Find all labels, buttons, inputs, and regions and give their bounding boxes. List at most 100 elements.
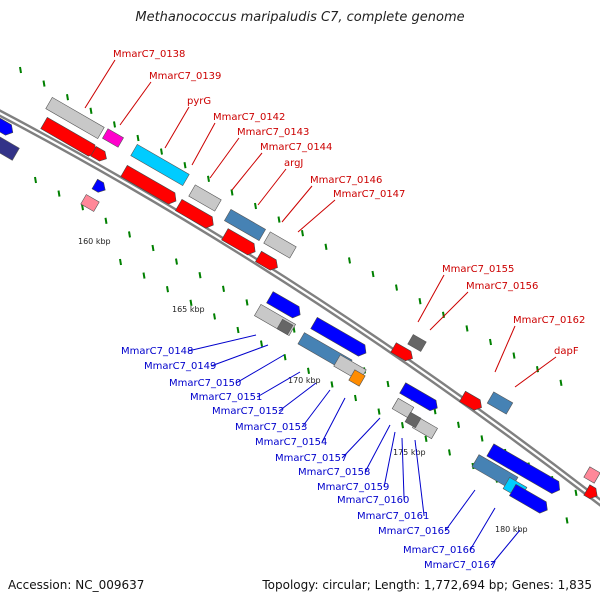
forward-gene <box>45 96 105 140</box>
leader-line <box>164 106 190 149</box>
scale-label-165-kbp: 165 kbp <box>172 305 205 314</box>
forward-gene <box>407 334 427 352</box>
leader-line <box>84 59 116 109</box>
tick-mark <box>136 134 140 142</box>
tick-mark <box>66 94 69 101</box>
forward-gene <box>255 250 278 271</box>
leader-line <box>364 424 391 473</box>
tick-mark <box>213 313 216 320</box>
tick-mark <box>81 204 84 211</box>
reverse-gene <box>348 369 366 387</box>
tick-mark <box>386 380 390 388</box>
reverse-gene <box>404 411 422 429</box>
forward-gene <box>583 466 600 484</box>
tick-mark <box>175 258 178 265</box>
backbone-inner <box>0 112 600 504</box>
leader-line <box>209 137 240 179</box>
leader-line <box>257 168 287 206</box>
leader-line <box>414 439 425 517</box>
gene-label-argj: argJ <box>284 158 303 169</box>
tick-mark <box>348 257 351 264</box>
accession-label: Accession: NC_009637 <box>8 578 145 592</box>
reverse-gene <box>80 194 100 212</box>
forward-gene <box>459 390 482 411</box>
reverse-gene <box>91 178 106 193</box>
forward-gene <box>90 146 107 162</box>
tick-mark <box>151 244 155 252</box>
leader-line <box>278 382 317 412</box>
gene-label-mmarc7-0157: MmarC7_0157 <box>275 453 347 464</box>
gene-label-mmarc7-0162: MmarC7_0162 <box>513 315 585 326</box>
tick-mark <box>119 258 122 266</box>
gene-label-mmarc7-0161: MmarC7_0161 <box>357 511 429 522</box>
reverse-gene <box>0 117 14 136</box>
leader-line <box>301 389 331 428</box>
tick-mark <box>113 121 116 128</box>
leader-line <box>187 334 257 352</box>
tick-mark <box>283 354 287 361</box>
tick-mark <box>245 299 249 306</box>
tick-mark <box>565 517 569 524</box>
tick-mark <box>354 394 357 402</box>
leader-line <box>383 431 396 488</box>
tick-mark <box>574 489 578 496</box>
gene-label-pyrg: pyrG <box>187 96 211 107</box>
topology-label: Topology: circular; Length: 1,772,694 bp… <box>262 578 592 592</box>
tick-mark <box>236 326 240 334</box>
leader-line <box>256 371 301 398</box>
tick-mark <box>57 190 61 197</box>
tick-mark <box>401 422 404 429</box>
tick-mark <box>457 421 460 428</box>
reverse-gene <box>0 135 20 161</box>
tick-mark <box>34 176 37 184</box>
scale-label-160-kbp: 160 kbp <box>78 237 111 246</box>
tick-mark <box>371 270 375 278</box>
leader-line <box>490 529 521 566</box>
gene-label-mmarc7-0153: MmarC7_0153 <box>235 422 307 433</box>
gene-label-mmarc7-0143: MmarC7_0143 <box>237 127 309 138</box>
forward-gene <box>224 208 266 242</box>
leader-line <box>341 417 381 459</box>
gene-label-mmarc7-0150: MmarC7_0150 <box>169 378 241 389</box>
forward-gene <box>188 184 222 212</box>
tick-mark <box>42 80 46 87</box>
gene-label-mmarc7-0165: MmarC7_0165 <box>378 526 450 537</box>
scale-label-180-kbp: 180 kbp <box>495 525 528 534</box>
tick-mark <box>166 286 169 293</box>
reverse-gene <box>266 291 301 319</box>
gene-label-mmarc7-0139: MmarC7_0139 <box>149 71 221 82</box>
tick-mark <box>330 381 334 388</box>
leader-line <box>235 354 285 384</box>
gene-label-mmarc7-0142: MmarC7_0142 <box>213 112 285 123</box>
leader-line <box>191 122 216 166</box>
forward-gene <box>390 342 413 362</box>
gene-label-mmarc7-0154: MmarC7_0154 <box>255 437 327 448</box>
gene-label-mmarc7-0167: MmarC7_0167 <box>424 560 496 571</box>
gene-label-mmarc7-0146: MmarC7_0146 <box>310 175 382 186</box>
tick-mark <box>189 299 193 306</box>
forward-gene <box>102 128 124 148</box>
tick-mark <box>104 217 108 224</box>
forward-gene <box>583 484 598 500</box>
reverse-gene <box>276 318 294 336</box>
reverse-gene <box>399 382 438 412</box>
reverse-gene <box>310 316 367 357</box>
gene-label-mmarc7-0144: MmarC7_0144 <box>260 142 332 153</box>
gene-label-mmarc7-0148: MmarC7_0148 <box>121 346 193 357</box>
tick-mark <box>207 175 210 182</box>
tick-mark <box>198 272 202 279</box>
forward-gene <box>263 231 297 259</box>
tick-mark <box>307 367 310 374</box>
tick-mark <box>230 189 234 196</box>
gene-label-mmarc7-0159: MmarC7_0159 <box>317 482 389 493</box>
tick-mark <box>480 435 484 442</box>
leader-line <box>494 325 516 373</box>
gene-label-mmarc7-0160: MmarC7_0160 <box>337 495 409 506</box>
tick-mark <box>89 107 93 114</box>
leader-line <box>417 274 445 323</box>
tick-mark <box>489 338 492 346</box>
tick-mark <box>160 148 163 155</box>
leader-line <box>210 344 269 367</box>
leader-line <box>281 185 313 223</box>
tick-mark <box>142 272 146 279</box>
